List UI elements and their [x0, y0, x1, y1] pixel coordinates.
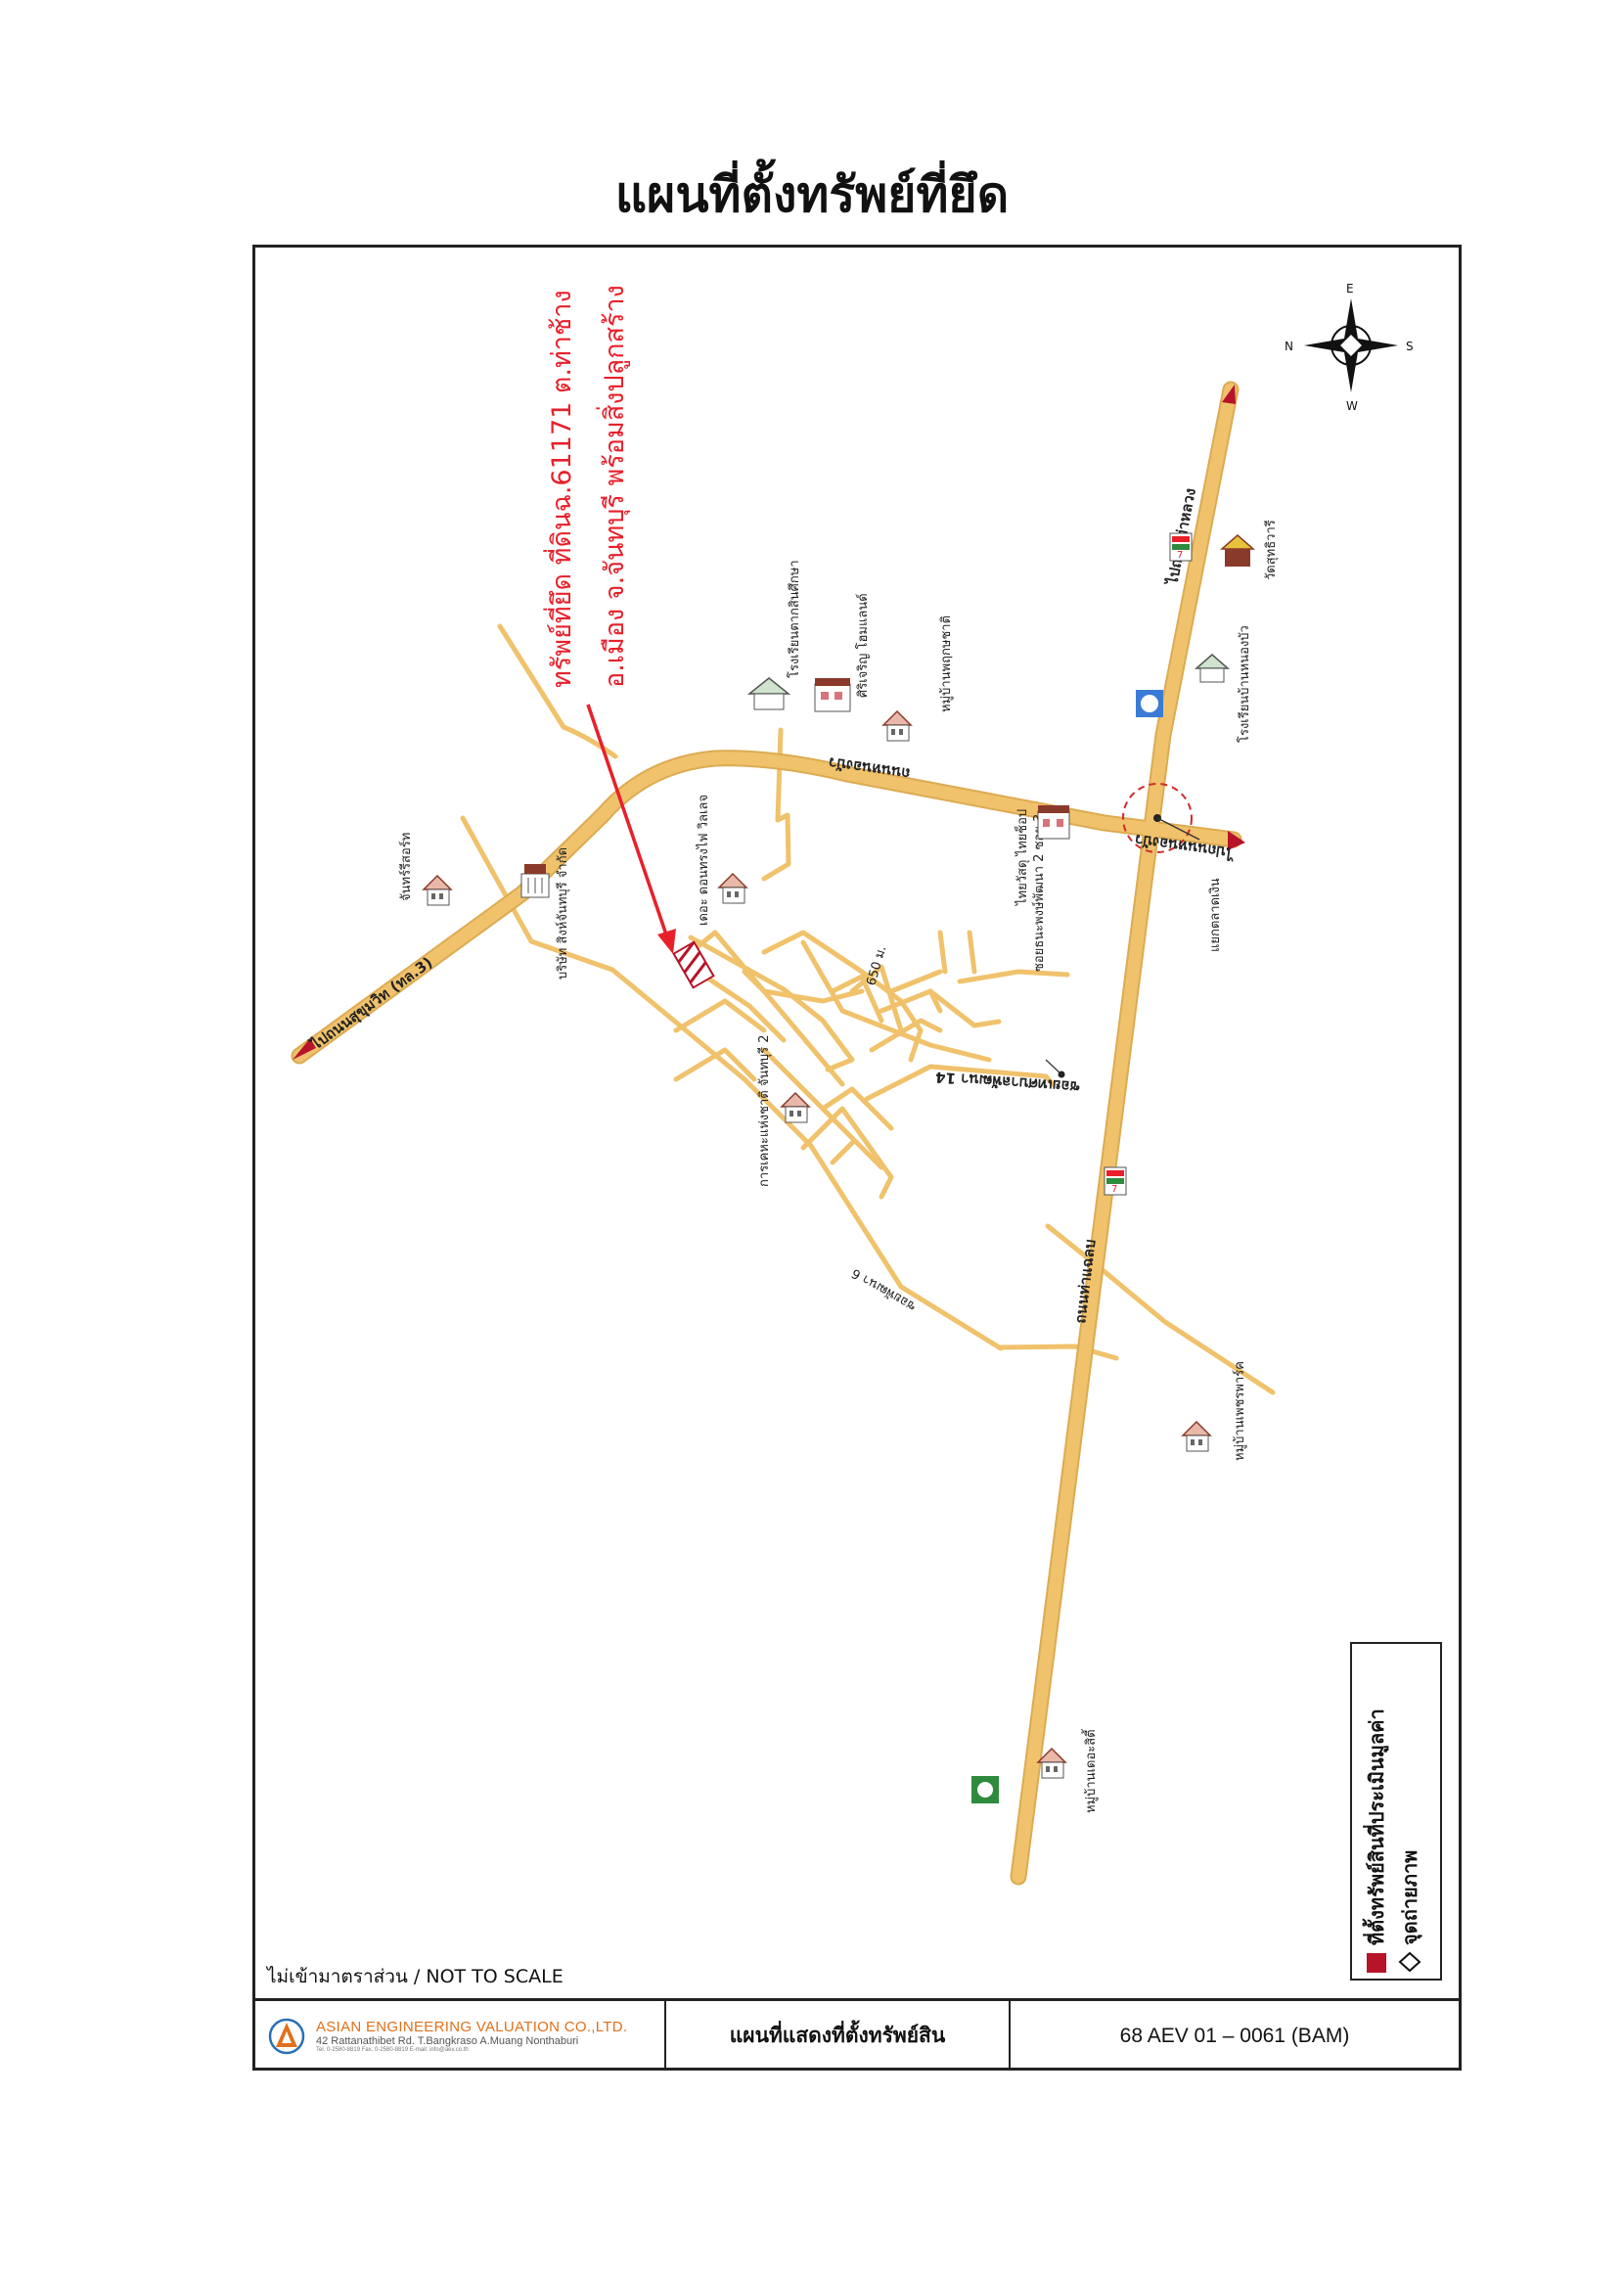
target-note-line2: อ.เมือง จ.จันทบุรี พร้อมสิ่งปลูกสร้าง	[596, 285, 631, 688]
road-label-to-sukhumvit: ไปถนนสุขุมวิท (ทล.3)	[306, 953, 436, 1056]
target-arrow-head	[657, 929, 676, 954]
road-label-intersection: แยกตลาดเงิน	[1208, 878, 1223, 952]
label-village-park: หมู่บ้านเพชรพาร์ค	[1232, 1361, 1247, 1461]
west-road-arrow	[293, 1038, 316, 1060]
svg-text:7: 7	[1177, 550, 1183, 561]
compass-east: E	[1346, 282, 1354, 296]
company-cell: ASIAN ENGINEERING VALUATION CO.,LTD. 42 …	[255, 2001, 666, 2068]
legend-item-property: ที่ตั้งทรัพย์สินที่ประเมินมูลค่า	[1362, 1660, 1391, 1973]
shop-icon-thai-shop	[1037, 805, 1070, 840]
compass-west: W	[1346, 399, 1358, 413]
legend-item-photo: จุดถ่ายภาพ	[1395, 1660, 1424, 1973]
target-property-marker[interactable]	[672, 940, 715, 989]
label-condo: เดอะ ดอนทรงไฟ วิลเลจ	[696, 795, 711, 926]
shop-icon-sirichan	[814, 678, 851, 712]
company-contact: Tel. 0-2580-8819 Fax. 0-2580-8819 E-mail…	[316, 2047, 469, 2053]
house-icon-village-park	[1181, 1420, 1212, 1452]
factory-icon	[520, 864, 550, 898]
label-chan-resort: จันทร์รีสอร์ท	[398, 833, 414, 901]
house-icon-housing	[780, 1091, 811, 1123]
bank-icon	[971, 1776, 999, 1803]
label-village-late: หมู่บ้านเดอะสิตี้	[1081, 1728, 1099, 1813]
footer: ASIAN ENGINEERING VALUATION CO.,LTD. 42 …	[255, 1998, 1459, 2068]
house-icon-chan-resort	[422, 874, 453, 906]
label-chan-singh: บริษัท สิงห์จันทบุรี จำกัด	[555, 847, 570, 980]
company-logo-icon	[268, 2018, 305, 2054]
compass-north: N	[1285, 340, 1293, 353]
label-temple: วัดสุทธิวารี	[1263, 520, 1279, 580]
label-housing: การเคหะแห่งชาติ จันทบุรี 2	[756, 1034, 772, 1187]
target-arrow	[586, 704, 670, 941]
company-info: ASIAN ENGINEERING VALUATION CO.,LTD. 42 …	[316, 2019, 627, 2053]
svg-text:7: 7	[1111, 1184, 1117, 1195]
north-road-arrow	[1222, 385, 1236, 404]
house-icon-condo	[717, 872, 748, 904]
minor-roads	[460, 623, 1276, 1395]
seven-eleven-icon-south: 7	[1104, 1166, 1127, 1196]
east-road-arrow	[1228, 831, 1245, 850]
map-frame: ไปถนนสุขุมวิท (ทล.3) ไปถนนท่าหลวง ไปถนนห…	[252, 245, 1462, 2071]
photo-point-icon	[1398, 1951, 1421, 1973]
legend: ที่ตั้งทรัพย์สินที่ประเมินมูลค่า จุดถ่าย…	[1350, 1642, 1442, 1981]
compass-south: S	[1406, 340, 1414, 353]
label-sirichan: ศิริเจริญ โฮมแลนด์	[855, 593, 871, 698]
school-icon	[746, 677, 791, 710]
label-nong-bua-school: โรงเรียนบ้านหนองบัว	[1237, 625, 1252, 743]
legend-item-photo-label: จุดถ่ายภาพ	[1398, 1849, 1421, 1945]
label-village-1: หมู่บ้านพฤกษชาติ	[939, 615, 954, 712]
company-address: 42 Rattanathibet Rd. T.Bangkraso A.Muang…	[316, 2035, 579, 2047]
reference-number: 68 AEV 01 – 0061 (BAM)	[1119, 2024, 1350, 2047]
page-title: แผนที่ตั้งทรัพย์ที่ยึด	[614, 166, 1010, 223]
scale-note: ไม่เข้ามาตราส่วน / NOT TO SCALE	[267, 1966, 564, 1987]
map-canvas[interactable]: ไปถนนสุขุมวิท (ทล.3) ไปถนนท่าหลวง ไปถนนห…	[255, 248, 1459, 1999]
target-note-line1: ทรัพย์ที่ยึด ที่ดินฉ.61171 ต.ท่าช้าง	[543, 290, 577, 688]
road-label-soi-tanon: ซอยธนะพงษ์พัฒนา 2 ซอย 3	[1031, 814, 1047, 972]
school-icon-nong-bua	[1195, 654, 1230, 683]
property-swatch-icon	[1367, 1953, 1386, 1973]
label-thai-shop: ไทยวัสดุ ไทยช็อป	[1013, 809, 1030, 906]
temple-icon	[1220, 534, 1255, 567]
house-icon-village-1	[881, 709, 913, 742]
map-caption: แผนที่แสดงที่ตั้งทรัพย์สิน	[666, 2001, 1011, 2068]
intersection-circle	[1122, 783, 1193, 853]
seven-eleven-icon-north: 7	[1169, 532, 1193, 562]
legend-item-property-label: ที่ตั้งทรัพย์สินที่ประเมินมูลค่า	[1365, 1708, 1388, 1945]
company-name: ASIAN ENGINEERING VALUATION CO.,LTD.	[316, 2019, 628, 2035]
compass-rose-icon: E W N S	[1285, 282, 1414, 413]
gas-station-icon	[1136, 690, 1163, 717]
label-school: โรงเรียนตากสินศึกษา	[787, 560, 802, 678]
house-icon-village-late	[1036, 1747, 1067, 1779]
